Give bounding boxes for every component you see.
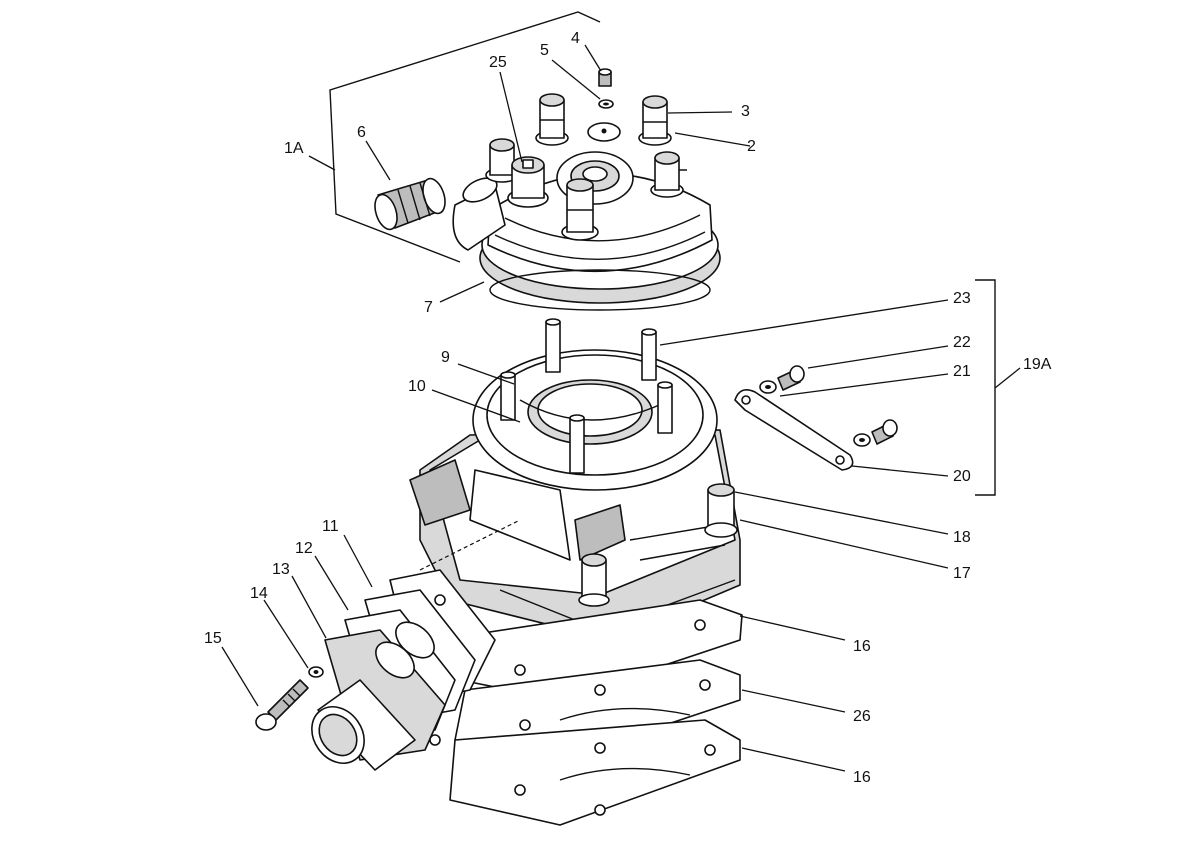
callout-23: 23: [953, 290, 971, 307]
callout-19A: 19A: [1023, 356, 1052, 373]
cylinder-studs: [500, 318, 673, 474]
callout-7: 7: [424, 299, 433, 316]
intake-flange-stack: [311, 519, 521, 771]
callout-20: 20: [953, 468, 971, 485]
head-nuts: [485, 93, 684, 241]
callout-9: 9: [441, 349, 450, 366]
callout-1A: 1A: [284, 140, 304, 157]
screw-washer: [598, 99, 614, 109]
callout-16-bottom: 16: [853, 769, 871, 786]
drain-screw: [598, 68, 612, 87]
callout-14: 14: [250, 585, 268, 602]
callout-26: 26: [853, 708, 871, 725]
cylinder-head: [452, 122, 721, 304]
callout-4: 4: [571, 30, 580, 47]
plate-bolts: [777, 365, 898, 445]
assembly-1A-bracket: [329, 11, 601, 263]
intake-bolt: [255, 679, 309, 731]
plate-washers: [759, 380, 871, 447]
cylinder-nuts: [578, 483, 738, 607]
callout-12: 12: [295, 540, 313, 557]
head-bolt: [507, 156, 549, 208]
base-gaskets: [449, 599, 743, 826]
cylinder-block: [409, 349, 741, 641]
cover-plate: [734, 389, 854, 471]
intake-washer: [308, 666, 324, 678]
callout-25: 25: [489, 54, 507, 71]
callout-22: 22: [953, 334, 971, 351]
callout-5: 5: [540, 42, 549, 59]
hose-fitting: [374, 177, 446, 231]
leader-lines: [221, 44, 1021, 772]
callout-labels: 1A 2 3 4 5 6 7 9 10 11 12 13 14 15 16 26…: [204, 30, 1052, 786]
callout-21: 21: [953, 363, 971, 380]
callout-15: 15: [204, 630, 222, 647]
callout-6: 6: [357, 124, 366, 141]
callout-3: 3: [741, 103, 750, 120]
callout-18: 18: [953, 529, 971, 546]
callout-2: 2: [747, 138, 756, 155]
callout-16-top: 16: [853, 638, 871, 655]
callout-13: 13: [272, 561, 290, 578]
callout-11: 11: [322, 518, 339, 535]
callout-10: 10: [408, 378, 426, 395]
callout-17: 17: [953, 565, 971, 582]
